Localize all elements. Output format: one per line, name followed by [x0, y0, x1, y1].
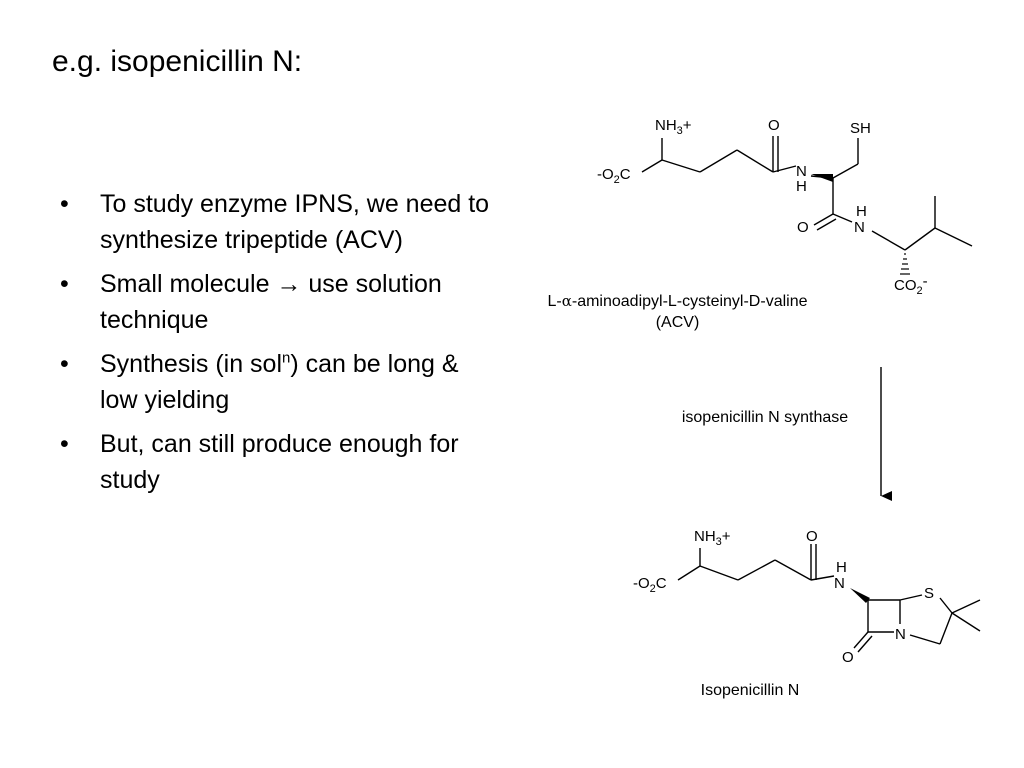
label-hydrogen: H	[856, 203, 867, 220]
bullet-item: • To study enzyme IPNS, we need to synth…	[60, 186, 490, 258]
bullet-symbol: •	[60, 350, 69, 378]
label-carboxylate: -O2C	[597, 166, 631, 186]
label-oxygen: O	[842, 649, 854, 666]
acv-name-greek: α	[561, 292, 572, 310]
bond-carbonyl	[853, 631, 869, 649]
bond	[641, 159, 663, 173]
bond	[677, 565, 701, 581]
wedge-bond	[811, 174, 833, 182]
bond	[939, 597, 953, 614]
hashed-bond	[900, 253, 910, 275]
slide-title: e.g. isopenicillin N:	[52, 45, 303, 78]
ipn-name-caption: Isopenicillin N	[700, 682, 800, 699]
bond	[699, 149, 738, 173]
isopenicillin-n-structure: NH3+ -O2C O H N S N O	[633, 528, 981, 666]
bond-carbonyl	[813, 213, 834, 226]
bullet-text-post: ) can be long & low yielding	[100, 350, 459, 414]
bullet-text: To study enzyme IPNS, we need to synthes…	[100, 190, 490, 254]
acv-name-caption: L-α-aminoadipyl-L-cysteinyl-D-valine	[505, 291, 850, 312]
bullet-item: • Small molecule → use solution techniqu…	[60, 266, 490, 338]
label-nitrogen: N	[854, 219, 865, 236]
acv-name-prefix: L-	[547, 293, 562, 310]
bond	[934, 227, 973, 247]
label-thiol: SH	[850, 120, 871, 137]
arrow-label: isopenicillin N synthase	[681, 409, 849, 426]
bond	[832, 163, 859, 179]
bond	[810, 575, 835, 581]
bullet-list: • To study enzyme IPNS, we need to synth…	[60, 186, 490, 506]
label-oxygen: O	[797, 219, 809, 236]
bullet-text: But, can still produce enough for study	[100, 430, 459, 494]
bullet-text: Small molecule → use solution technique	[100, 270, 442, 334]
bullet-symbol: •	[60, 430, 69, 458]
bond	[909, 634, 941, 645]
bullet-symbol: •	[60, 270, 69, 298]
bond	[774, 559, 812, 581]
bullet-superscript: n	[282, 349, 291, 367]
bond	[699, 565, 739, 581]
bond	[832, 213, 853, 223]
label-oxygen: O	[806, 528, 818, 545]
label-hydrogen: H	[796, 178, 807, 195]
label-sulfur: S	[924, 585, 934, 602]
wedge-bond	[850, 588, 870, 603]
bond	[871, 230, 906, 251]
bond-carbonyl	[857, 635, 873, 653]
acv-name-suffix: -aminoadipyl-L-cysteinyl-D-valine	[571, 293, 808, 310]
acv-structure: NH3+ -O2C O SH N H O H N CO2-	[597, 117, 973, 297]
bond	[951, 612, 981, 632]
label-nitrogen: N	[796, 163, 807, 180]
bond	[737, 559, 776, 581]
bond	[939, 612, 953, 645]
label-nh3: NH3+	[694, 528, 731, 548]
bullet-item: • But, can still produce enough for stud…	[60, 426, 490, 498]
label-hydrogen: H	[836, 559, 847, 576]
bond-carbonyl	[816, 218, 837, 231]
bond	[904, 227, 936, 251]
bond	[772, 165, 797, 173]
bullet-symbol: •	[60, 190, 69, 218]
bond	[899, 594, 923, 601]
bullet-item: • Synthesis (in soln) can be long & low …	[60, 346, 490, 418]
bullet-text-pre: Synthesis (in sol	[100, 350, 283, 378]
bond	[951, 599, 981, 614]
label-carboxylate: CO2-	[894, 273, 928, 297]
label-nh3: NH3+	[655, 117, 692, 137]
label-carboxylate: -O2C	[633, 575, 667, 595]
bond	[736, 149, 774, 173]
bond	[661, 159, 701, 173]
acv-abbrev-caption: (ACV)	[655, 314, 700, 331]
label-oxygen: O	[768, 117, 780, 134]
label-nitrogen: N	[834, 575, 845, 592]
label-nitrogen: N	[895, 626, 906, 643]
